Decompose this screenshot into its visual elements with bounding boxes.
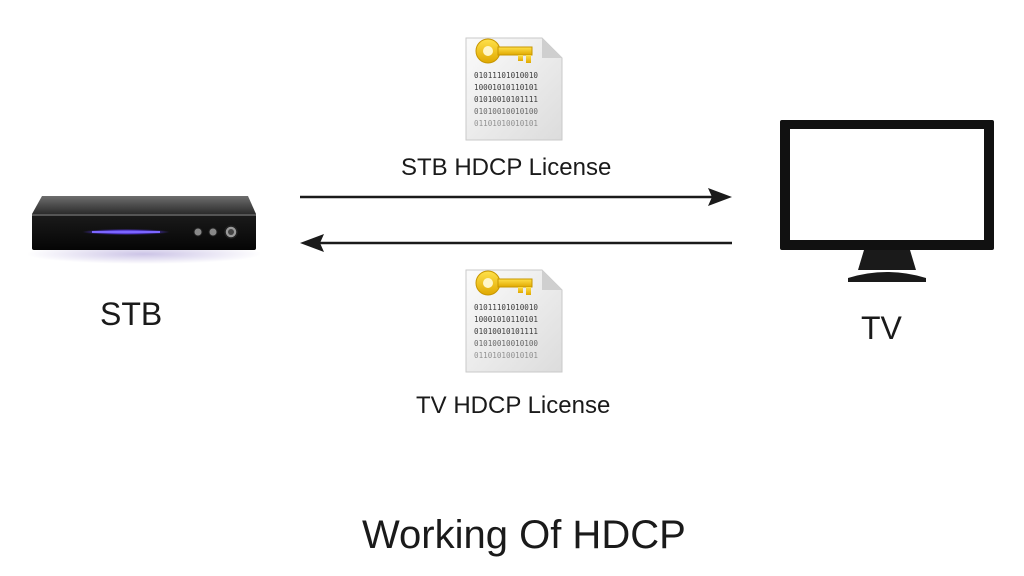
tv-label: TV: [861, 310, 902, 346]
code-line: 01101010010101: [474, 119, 538, 128]
key-icon: [475, 38, 533, 64]
code-line: 01010010010100: [474, 107, 538, 116]
code-line: 10001010110101: [474, 83, 538, 92]
code-line: 01101010010101: [474, 351, 538, 360]
code-line: 01011101010010: [474, 303, 538, 312]
code-line: 01010010010100: [474, 339, 538, 348]
stb-label: STB: [100, 296, 163, 332]
diagram-title: Working Of HDCP: [362, 513, 686, 557]
code-line: 01010010101111: [474, 95, 538, 104]
stb-license-label: STB HDCP License: [401, 154, 612, 181]
code-line: 01010010101111: [474, 327, 538, 336]
set-top-box-icon: [26, 196, 262, 264]
arrow-right-icon: [300, 188, 732, 206]
code-line: 01011101010010: [474, 71, 538, 80]
code-line: 10001010110101: [474, 315, 538, 324]
document-icon: 01011101010010 10001010110101 0101001010…: [465, 269, 563, 373]
exchange-arrows: [290, 180, 740, 260]
document-icon: 01011101010010 10001010110101 0101001010…: [465, 37, 563, 141]
tv-device: [776, 118, 998, 288]
tv-license-certificate: 01011101010010 10001010110101 0101001010…: [464, 268, 564, 374]
tv-monitor-icon: [780, 120, 994, 282]
arrow-left-icon: [300, 234, 732, 252]
stb-device: [26, 192, 262, 264]
tv-license-label: TV HDCP License: [416, 392, 611, 419]
stb-license-certificate: 01011101010010 10001010110101 0101001010…: [464, 36, 564, 142]
key-icon: [475, 270, 533, 296]
